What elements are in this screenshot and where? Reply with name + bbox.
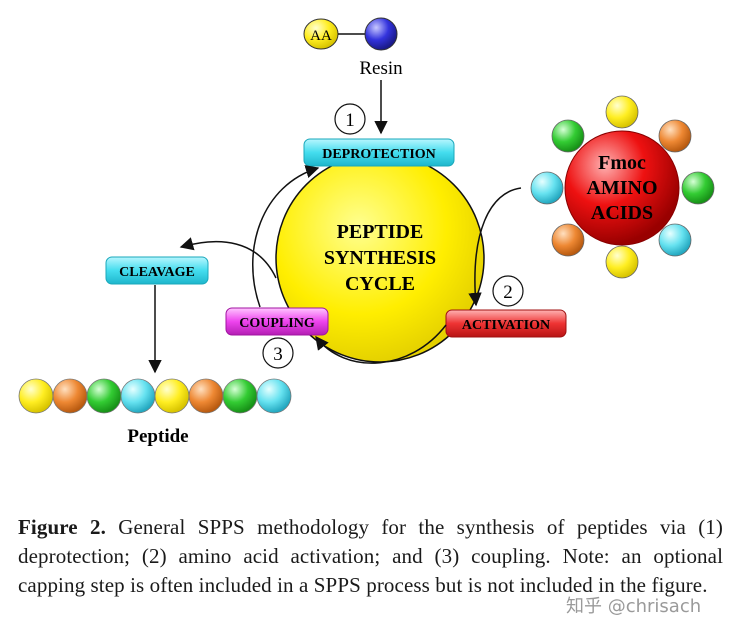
cleavage-label: CLEAVAGE [119, 265, 195, 280]
peptide-bead [52, 378, 88, 414]
amino-acid-to-activation-arrow [468, 187, 522, 307]
deprotection-label: DEPROTECTION [322, 147, 436, 162]
peptide-chain [18, 378, 292, 414]
activation-box [445, 309, 567, 338]
aa-bead-top-left [551, 119, 585, 153]
aa-bead-top [605, 95, 639, 129]
peptide-bead [86, 378, 122, 414]
step-3-badge [262, 337, 294, 369]
cycle-line-2: SYNTHESIS [324, 247, 436, 269]
step-3-number: 3 [273, 344, 283, 365]
aa-bead-bottom-left [551, 223, 585, 257]
step-1-badge [334, 103, 366, 135]
peptide-bead [222, 378, 258, 414]
figure-caption: Figure 2. General SPPS methodology for t… [18, 513, 723, 600]
deprotection-box [303, 138, 455, 167]
aa-bead-left [530, 171, 564, 205]
amino-acids-line-3: ACIDS [591, 202, 653, 224]
resin-bead [364, 17, 398, 51]
peptide-bead [154, 378, 190, 414]
peptide-bead [120, 378, 156, 414]
coupling-label: COUPLING [239, 316, 315, 331]
step-2-number: 2 [503, 282, 513, 303]
step-1-number: 1 [345, 110, 355, 131]
amino-acids-line-1: Fmoc [598, 152, 646, 174]
caption-text: General SPPS methodology for the synthes… [18, 515, 723, 597]
aa-bead-bottom-right [658, 223, 692, 257]
cycle-to-cleavage-arrow [179, 237, 277, 279]
step-2-badge [492, 275, 524, 307]
aa-label: AA [310, 28, 332, 44]
coupling-to-deprotection-arrow [252, 165, 320, 308]
activation-label: ACTIVATION [462, 318, 550, 333]
watermark: 知乎 @chrisach [566, 596, 702, 617]
cycle-line-1: PEPTIDE [337, 221, 424, 243]
resin-group: AA Resin [303, 17, 403, 135]
aa-bead-top-right [658, 119, 692, 153]
activation-to-coupling-arrow [315, 324, 447, 364]
figure-label: Figure 2. [18, 515, 106, 539]
resin-label: Resin [359, 58, 403, 79]
peptide-label: Peptide [127, 426, 188, 447]
peptide-bead [188, 378, 224, 414]
cycle-line-3: CYCLE [345, 273, 415, 295]
peptide-bead [18, 378, 54, 414]
amino-acids-line-2: AMINO [586, 177, 657, 199]
amino-acid-center [564, 130, 680, 246]
coupling-box [225, 307, 329, 336]
aa-bead-bottom [605, 245, 639, 279]
fmoc-amino-acids: Fmoc AMINO ACIDS [530, 95, 715, 279]
peptide-bead [256, 378, 292, 414]
aa-bead-right [681, 171, 715, 205]
cleavage-box [105, 256, 209, 285]
